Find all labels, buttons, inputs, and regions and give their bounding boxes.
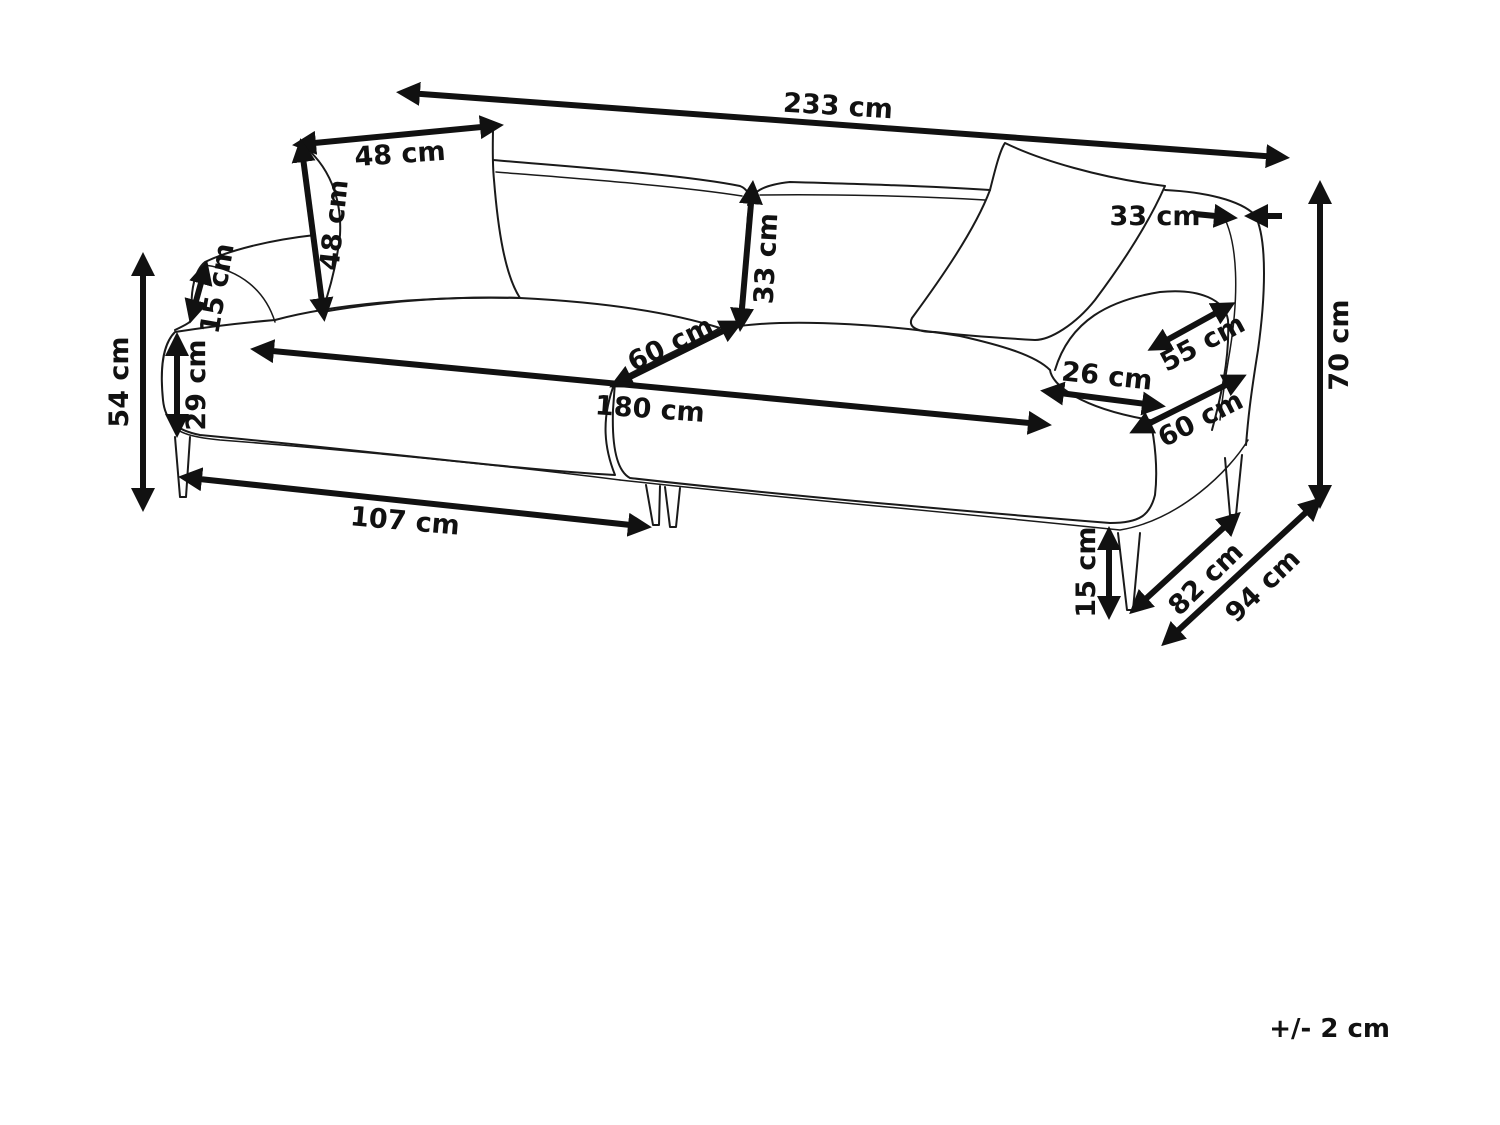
arrow-armrest-depth: [1129, 374, 1247, 434]
arrow-armrest-height: [1147, 302, 1236, 351]
leg-back-right: [1224, 454, 1243, 516]
dimension-labels: 233 cm 48 cm 48 cm 33 cm 33 cm 70 cm 15 …: [104, 88, 1355, 629]
label-total-width: 233 cm: [782, 88, 894, 126]
right-base-rail: [619, 439, 1249, 531]
left-base-rail: [171, 424, 621, 481]
right-pillow: [910, 142, 1166, 341]
label-total-height: 70 cm: [1324, 299, 1355, 390]
leg-front-middle-2: [664, 486, 681, 528]
leg-front-middle-1: [645, 484, 661, 526]
label-leg-height: 15 cm: [1071, 526, 1102, 617]
leg-front-right: [1117, 532, 1141, 611]
arrow-seat-width: [250, 339, 1052, 435]
label-armrest-width: 26 cm: [1060, 356, 1154, 396]
arrow-module-width: [178, 467, 652, 537]
arrow-pillow-width: [292, 115, 504, 155]
label-armrest-width-top: 33 cm: [1109, 201, 1200, 232]
arrow-armrest-thickness: [184, 260, 213, 324]
right-backrest: [747, 181, 991, 206]
label-pillow-height: 48 cm: [314, 178, 354, 272]
left-backrest: [492, 159, 751, 321]
arrow-pillow-height: [291, 138, 334, 322]
right-backrest-seam: [759, 193, 986, 201]
label-seat-height: 54 cm: [104, 336, 135, 427]
arrow-total-depth: [1161, 496, 1323, 647]
dimension-arrows: [131, 81, 1332, 647]
left-backrest-seam: [495, 171, 743, 197]
right-armrest: [1164, 189, 1265, 446]
label-seat-cushion-height: 29 cm: [181, 339, 212, 430]
arrow-backrest-height: [730, 180, 763, 332]
label-backrest-height: 33 cm: [749, 212, 785, 305]
label-armrest-thickness: 15 cm: [194, 241, 240, 336]
arrow-armrest-width-top-a: [1194, 203, 1238, 228]
label-pillow-width: 48 cm: [354, 136, 447, 173]
arrow-total-width: [396, 81, 1290, 169]
leg-front-left: [174, 436, 191, 498]
label-seat-width: 180 cm: [594, 390, 706, 429]
left-armrest-inner: [204, 264, 276, 323]
tolerance-note: +/- 2 cm: [1269, 1014, 1390, 1044]
label-seat-depth: 60 cm: [623, 310, 718, 378]
